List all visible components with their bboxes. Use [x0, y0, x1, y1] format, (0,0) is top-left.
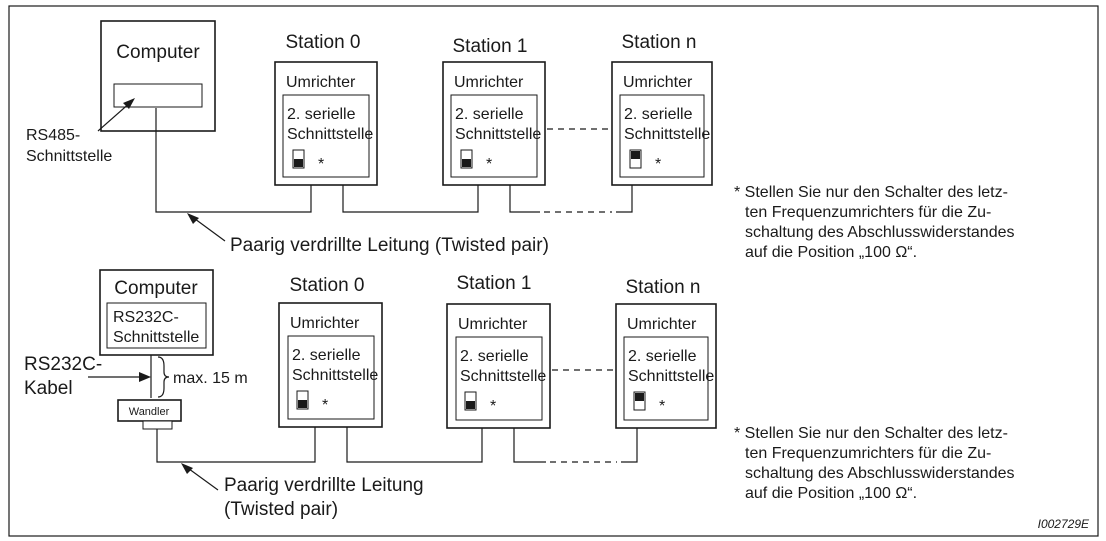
top-computer: Computer	[100, 20, 216, 132]
bottom-note-line3: schaltung des Abschlusswiderstandes	[745, 465, 1015, 482]
top-note-line1: * Stellen Sie nur den Schalter des letz-	[734, 184, 1008, 201]
bottom-station-n-asterisk: *	[659, 398, 665, 415]
rs485-arrowhead	[123, 98, 135, 109]
top-tp-arrowhead	[187, 213, 199, 224]
bottom-station-1-port-line1: 2. serielle	[460, 348, 529, 365]
bottom-station-1-switch-knob	[466, 401, 475, 409]
bottom-station-0-switch-knob	[298, 400, 307, 408]
top-note-line2: ten Frequenzumrichters für die Zu-	[745, 204, 991, 221]
bottom-station-0-asterisk: *	[322, 397, 328, 414]
bottom-station-n-inverter: Umrichter	[627, 316, 697, 333]
bottom-note-line1: * Stellen Sie nur den Schalter des letz-	[734, 425, 1008, 442]
top-tp-label: Paarig verdrillte Leitung (Twisted pair)	[230, 235, 549, 256]
top-bus-b	[342, 185, 479, 213]
top-bus-a	[155, 108, 312, 213]
max-length-label: max. 15 m	[173, 370, 248, 387]
bottom-note-line2: ten Frequenzumrichters für die Zu-	[745, 445, 991, 462]
bottom-note-line4: auf die Position „100 Ω“.	[745, 485, 917, 502]
converter-port	[142, 420, 173, 430]
top-station-1-port-line2: Schnittstelle	[455, 126, 541, 143]
bottom-bus-c	[513, 428, 546, 463]
bottom-station-n-title: Station n	[626, 277, 701, 298]
top-station-1-inverter: Umrichter	[454, 74, 524, 91]
bottom-tp-label-line2: (Twisted pair)	[224, 499, 338, 520]
top-station-1-title: Station 1	[453, 36, 528, 57]
bottom-station-1-inverter: Umrichter	[458, 316, 528, 333]
bottom-station-n-port-line2: Schnittstelle	[628, 368, 714, 385]
top-station-n-switch-knob	[631, 151, 640, 159]
bottom-computer: Computer RS232C- Schnittstelle	[99, 269, 214, 356]
figure-code: I002729E	[1038, 517, 1090, 531]
rs232c-port-line1: RS232C-	[113, 309, 179, 326]
top-station-0-switch-knob	[294, 159, 303, 167]
rs485-port	[113, 83, 203, 108]
max-length-brace	[157, 356, 170, 398]
bottom-tp-arrowhead	[181, 463, 193, 474]
top-station-n-inverter: Umrichter	[623, 74, 693, 91]
top-station-n-port-line1: 2. serielle	[624, 106, 693, 123]
bottom-station-1-port-line2: Schnittstelle	[460, 368, 546, 385]
converter-label: Wandler	[129, 406, 170, 418]
top-station-n-asterisk: *	[655, 156, 661, 173]
bottom-station-n-port-line1: 2. serielle	[628, 348, 697, 365]
bottom-bus-b	[346, 427, 483, 463]
rs485-label-line2: Schnittstelle	[26, 148, 112, 165]
top-station-0-port-line2: Schnittstelle	[287, 126, 373, 143]
bottom-station-0-port-line2: Schnittstelle	[292, 367, 378, 384]
bottom-station-0-port-line1: 2. serielle	[292, 347, 361, 364]
rs232c-port	[106, 302, 207, 349]
top-station-0-title: Station 0	[286, 32, 361, 53]
top-station-0-port-line1: 2. serielle	[287, 106, 356, 123]
bottom-station-1: Station 1 Umrichter 2. serielle Schnitts…	[446, 273, 551, 429]
bottom-station-1-asterisk: *	[490, 398, 496, 415]
top-diagram: Computer RS485- Schnittstelle Station 0 …	[26, 20, 1015, 261]
outer-frame	[8, 5, 1099, 537]
top-bus-c	[509, 185, 540, 213]
bottom-bus-d	[621, 428, 638, 463]
rs232c-arrowhead	[139, 372, 151, 382]
rs232c-cable-label-line1: RS232C-	[24, 354, 102, 375]
bottom-tp-label-line1: Paarig verdrillte Leitung	[224, 475, 424, 496]
rs232c-port-line2: Schnittstelle	[113, 329, 199, 346]
top-note-line3: schaltung des Abschlusswiderstandes	[745, 224, 1015, 241]
top-station-1-asterisk: *	[486, 156, 492, 173]
bottom-bus-a	[156, 427, 316, 463]
bottom-computer-label: Computer	[114, 278, 198, 299]
top-station-n-title: Station n	[622, 32, 697, 53]
top-bus-d	[616, 185, 633, 213]
top-station-0: Station 0 Umrichter 2. serielle Schnitts…	[274, 32, 378, 186]
bottom-station-0: Station 0 Umrichter 2. serielle Schnitts…	[278, 275, 383, 428]
bottom-station-0-inverter: Umrichter	[290, 315, 360, 332]
top-computer-box	[100, 20, 216, 132]
top-station-1-port-line1: 2. serielle	[455, 106, 524, 123]
top-computer-label: Computer	[116, 42, 200, 63]
bottom-diagram: Computer RS232C- Schnittstelle RS232C- K…	[24, 269, 1015, 520]
rs485-label-line1: RS485-	[26, 127, 80, 144]
top-station-1: Station 1 Umrichter 2. serielle Schnitts…	[442, 36, 546, 186]
top-note-line4: auf die Position „100 Ω“.	[745, 244, 917, 261]
bottom-station-n-switch-knob	[635, 393, 644, 401]
top-station-0-inverter: Umrichter	[286, 74, 356, 91]
bottom-station-0-title: Station 0	[290, 275, 365, 296]
top-station-n-port-line2: Schnittstelle	[624, 126, 710, 143]
top-station-0-asterisk: *	[318, 156, 324, 173]
top-station-1-switch-knob	[462, 159, 471, 167]
bottom-station-1-title: Station 1	[457, 273, 532, 294]
rs232c-cable-label-line2: Kabel	[24, 378, 73, 399]
top-station-n: Station n Umrichter 2. serielle Schnitts…	[611, 32, 713, 186]
bottom-station-n: Station n Umrichter 2. serielle Schnitts…	[615, 277, 717, 429]
